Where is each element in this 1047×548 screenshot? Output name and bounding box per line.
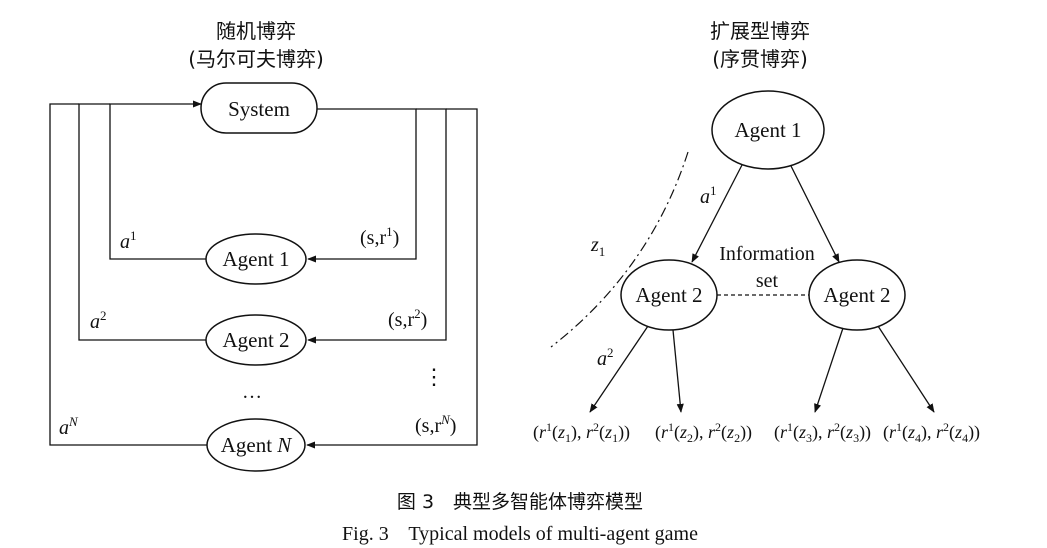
edge-right-leaf3 bbox=[814, 327, 844, 413]
left-subtitle: (马尔可夫博弈) bbox=[188, 47, 324, 71]
action-label-1: a1 bbox=[120, 228, 137, 253]
observation-edge-2 bbox=[307, 108, 447, 344]
observation-label-1: (s,r1) bbox=[360, 224, 399, 249]
child-right-label: Agent 2 bbox=[823, 283, 890, 307]
action-edge-n bbox=[49, 103, 207, 446]
caption-cn: 图 3 典型多智能体博弈模型 bbox=[397, 491, 643, 513]
observation-edges bbox=[306, 108, 478, 449]
leaf-payoff-4: (r1(z4), r2(z4)) bbox=[883, 420, 980, 445]
edge-root-right bbox=[790, 165, 840, 263]
agent-label-2: Agent 2 bbox=[222, 328, 289, 352]
observation-edge-n bbox=[306, 108, 478, 449]
edge-label-a1: a1 bbox=[700, 183, 717, 208]
edge-root-left bbox=[691, 164, 743, 263]
action-edge-1 bbox=[109, 100, 206, 260]
z1-label: z1 bbox=[590, 234, 605, 259]
observation-label-n: (s,rN) bbox=[415, 412, 456, 437]
edge-left-leaf1 bbox=[589, 325, 649, 413]
root-label: Agent 1 bbox=[734, 118, 801, 142]
leaf-payoff-3: (r1(z3), r2(z3)) bbox=[774, 420, 871, 445]
action-label-2: a2 bbox=[90, 308, 107, 333]
agents-ellipsis: … bbox=[242, 381, 262, 403]
information-set-label-line2: set bbox=[756, 270, 779, 292]
leaf-payoffs: (r1(z1), r2(z1)) (r1(z2), r2(z2)) (r1(z3… bbox=[533, 420, 980, 445]
edge-left-leaf2 bbox=[672, 329, 684, 413]
information-set-label-line1: Information bbox=[719, 243, 815, 265]
edge-label-a2: a2 bbox=[597, 345, 614, 370]
root-node bbox=[711, 90, 825, 170]
system-node bbox=[200, 82, 318, 134]
caption-en: Fig. 3 Typical models of multi-agent gam… bbox=[342, 523, 698, 545]
system-label: System bbox=[228, 97, 290, 121]
agent-label-1: Agent 1 bbox=[222, 247, 289, 271]
z1-separator bbox=[550, 151, 689, 348]
observations-ellipsis: ⋮ bbox=[423, 364, 445, 389]
left-title: 随机博弈 bbox=[216, 19, 296, 43]
action-edges bbox=[49, 100, 207, 446]
action-label-n: aN bbox=[59, 414, 79, 439]
child-left-label: Agent 2 bbox=[635, 283, 702, 307]
observation-edge-1 bbox=[307, 108, 417, 263]
leaf-payoff-2: (r1(z2), r2(z2)) bbox=[655, 420, 752, 445]
leaf-payoff-1: (r1(z1), r2(z1)) bbox=[533, 420, 630, 445]
edge-right-leaf4 bbox=[877, 325, 935, 413]
right-title: 扩展型博弈 bbox=[710, 19, 810, 43]
right-subtitle: (序贯博弈) bbox=[712, 47, 808, 71]
action-edge-2 bbox=[78, 103, 206, 341]
agent-label-n: Agent N bbox=[221, 433, 293, 457]
tree-edges bbox=[589, 164, 935, 413]
observation-label-2: (s,r2) bbox=[388, 306, 427, 331]
